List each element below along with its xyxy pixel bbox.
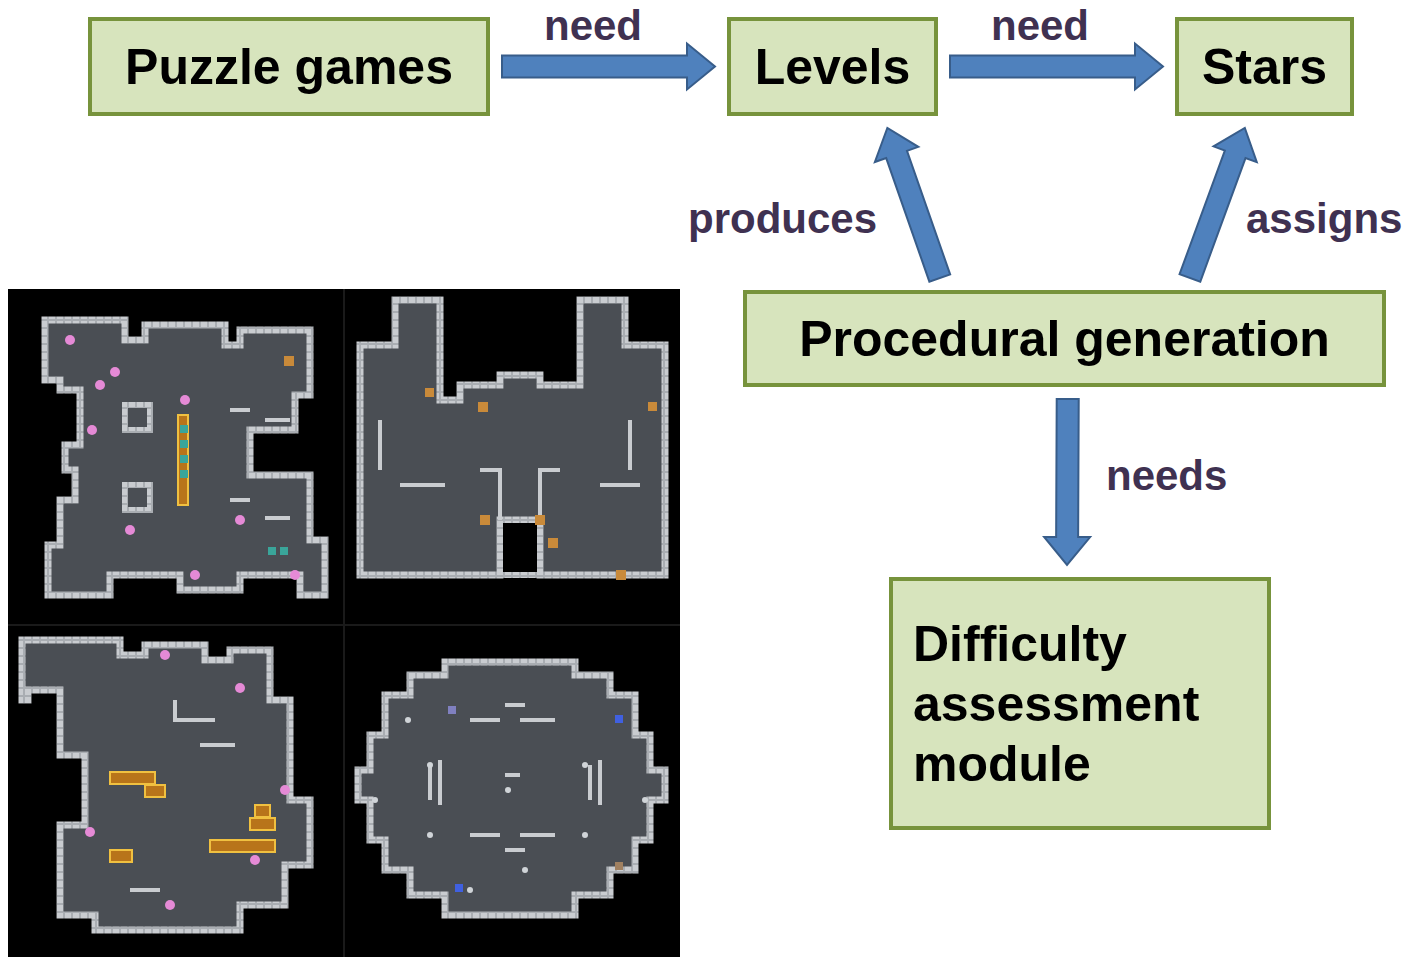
concept-box: Stars bbox=[1175, 17, 1354, 116]
box-label: Stars bbox=[1202, 37, 1327, 97]
level-map bbox=[358, 662, 665, 915]
box-label: Levels bbox=[755, 37, 911, 97]
concept-box: Puzzle games bbox=[88, 17, 490, 116]
panel-divider bbox=[8, 624, 680, 626]
edge-label: assigns bbox=[1243, 195, 1405, 243]
edge-label: needs bbox=[1103, 452, 1230, 500]
box-label: Puzzle games bbox=[125, 37, 453, 97]
module-box: Difficulty assessment module bbox=[889, 577, 1271, 830]
edge-label: need bbox=[541, 2, 645, 50]
edge-label: produces bbox=[685, 195, 880, 243]
process-box: Procedural generation bbox=[743, 290, 1386, 387]
block-arrow bbox=[1044, 399, 1090, 565]
level-map bbox=[360, 300, 665, 575]
block-arrow bbox=[502, 44, 715, 90]
block-arrow bbox=[950, 44, 1163, 90]
pillar bbox=[125, 405, 150, 430]
inner-walls bbox=[130, 410, 640, 890]
pit bbox=[500, 520, 540, 575]
concept-box: Levels bbox=[727, 17, 938, 116]
pillar bbox=[125, 485, 150, 510]
box-label: Procedural generation bbox=[799, 309, 1330, 369]
panel-divider bbox=[343, 289, 345, 957]
screenshot-background bbox=[8, 289, 680, 957]
edge-label: need bbox=[988, 2, 1092, 50]
block-arrow bbox=[875, 128, 950, 282]
box-label: Difficulty assessment module bbox=[893, 614, 1227, 794]
level-map bbox=[22, 640, 310, 930]
level-map bbox=[45, 320, 325, 595]
